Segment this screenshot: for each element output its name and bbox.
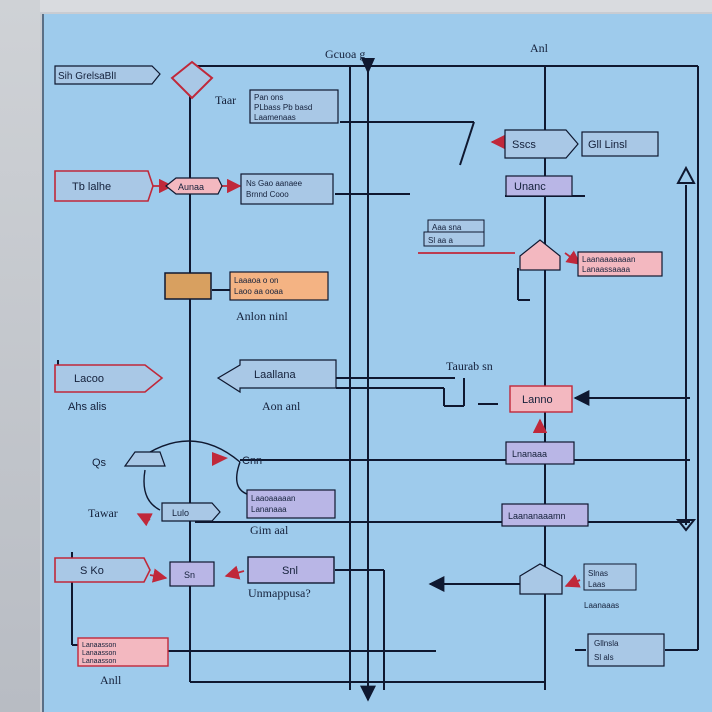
box-sscs-label: Sscs <box>512 139 536 151</box>
lavender-caption: Unmappusa? <box>248 586 311 600</box>
red-arrow-9 <box>564 574 581 588</box>
box-link-2[interactable]: Unanc <box>505 175 573 197</box>
left-box-3-label: S Ko <box>80 565 104 577</box>
tiny-note-line-1: Aaa sna <box>432 223 462 232</box>
lavender-small-label: Sn <box>184 570 195 580</box>
house-icon-right[interactable] <box>519 239 561 271</box>
note-2-line-1: Ns Gao aanaee <box>246 179 303 188</box>
right-bottom-box[interactable]: Gllnsla Sl als <box>587 633 665 667</box>
top-right-label: Anl <box>530 41 549 55</box>
note-6-label: Laananaaamn <box>508 511 566 521</box>
bottom-block-line-3: Lanaasson <box>82 658 116 665</box>
box-link-label: Gll Linsl <box>588 139 627 151</box>
decision-diamond-top[interactable] <box>170 60 214 100</box>
bottom-block-line-2: Lanaasson <box>82 650 116 657</box>
lavender-box-label: Snl <box>282 565 298 577</box>
note-4[interactable]: Laaoaaaaan Lananaaa <box>246 489 336 519</box>
lavender-box[interactable]: Snl <box>247 556 335 584</box>
bottom-note[interactable]: Slnas Laas Laanaaas <box>583 563 637 610</box>
diagram-canvas <box>42 14 712 712</box>
house-note[interactable]: Laanaaaaaaan Lanaassaaaa <box>577 251 663 277</box>
left-box-1-label: Tb lalhe <box>72 181 111 193</box>
lavender-small-box[interactable]: Sn <box>169 561 215 587</box>
red-arrow-6 <box>149 568 168 583</box>
box-link-2-label: Unanc <box>514 181 546 193</box>
bottom-note-line-3: Laanaaas <box>584 601 619 610</box>
note-top[interactable]: Pan ons PLbass Pb basd Laamenaas <box>249 89 339 124</box>
orange-note-line-1: Laaaoa o on <box>234 276 279 285</box>
note-top-line-3: Laamenaas <box>254 113 296 122</box>
pink-box[interactable]: Lanno <box>509 385 573 413</box>
left-box-2-label: Lacoo <box>74 373 104 385</box>
left-box-3[interactable]: S Ko <box>54 557 151 583</box>
house-icon-left[interactable] <box>123 451 166 467</box>
note-2[interactable]: Ns Gao aanaee Brnnd Cooo <box>240 173 334 205</box>
left-box-1[interactable]: Tb lalhe <box>54 170 154 202</box>
note-5[interactable]: Lnanaaa <box>505 441 575 465</box>
oval-left-label: Qs <box>92 457 107 469</box>
note-5-label: Lnanaaa <box>512 449 547 459</box>
note-top-tail <box>459 121 475 166</box>
pill-node-label: Aunaa <box>178 182 204 192</box>
tower-label: Tawar <box>88 506 118 520</box>
note-3[interactable]: Laallana <box>216 359 337 394</box>
bottom-block-caption: Anll <box>100 673 122 687</box>
diamond-top-label: Taar <box>215 93 236 107</box>
tiny-note[interactable]: Aaa sna Sl aa a <box>423 219 485 247</box>
down-arrow-head <box>675 519 697 532</box>
small-box-label: Lulo <box>172 508 189 518</box>
up-arrow-head <box>676 165 696 184</box>
note-4-line-1: Laaoaaaaan <box>251 494 296 503</box>
orange-note[interactable]: Laaaoa o on Laoo aa ooaa <box>229 271 329 301</box>
tiny-note-line-2: Sl aa a <box>428 236 453 245</box>
top-down-arrow-icon <box>361 58 375 74</box>
left-box-2-caption: Ahs alis <box>68 401 107 413</box>
note-2-line-2: Brnnd Cooo <box>246 190 289 199</box>
house-icon-bottom[interactable] <box>519 563 563 595</box>
orange-note-caption: Anlon ninl <box>236 309 288 323</box>
note-4-caption: Gim aal <box>250 523 289 537</box>
red-arrow-7 <box>224 565 245 580</box>
bottom-note-line-1: Slnas <box>588 569 608 578</box>
oval-right-label: Cnn <box>242 455 262 467</box>
red-arrow-5 <box>136 513 153 527</box>
bottom-note-line-2: Laas <box>588 580 605 589</box>
box-sscs[interactable]: Sscs <box>504 129 579 159</box>
left-header-tag[interactable]: Sih GrelsaBlI <box>54 65 161 85</box>
orange-note-line-2: Laoo aa ooaa <box>234 287 283 296</box>
note-top-line-1: Pan ons <box>254 93 283 102</box>
right-bottom-box-line-1: Gllnsla <box>594 639 619 648</box>
cloud-connectors <box>134 440 251 511</box>
note-4-line-2: Lananaaa <box>251 505 287 514</box>
pill-node[interactable]: Aunaa <box>165 177 223 195</box>
note-top-line-2: PLbass Pb basd <box>254 103 312 112</box>
note-3-caption: Aon anl <box>262 399 301 413</box>
box-link[interactable]: Gll Linsl <box>581 131 659 157</box>
note-3-label: Laallana <box>254 369 296 381</box>
pink-box-label: Lanno <box>522 394 553 406</box>
right-bottom-box-line-2: Sl als <box>594 653 614 662</box>
taurab-label: Taurab sn <box>446 359 493 373</box>
bottom-block-line-1: Lanaasson <box>82 642 116 649</box>
left-bottom-block[interactable]: Lanaasson Lanaasson Lanaasson <box>77 637 169 667</box>
window-top-strip <box>0 0 712 12</box>
small-box-node[interactable]: Lulo <box>161 502 221 522</box>
tan-block[interactable] <box>164 272 212 300</box>
left-header-tag-label: Sih GrelsaBlI <box>58 71 116 82</box>
top-center-label: Gcuoa g <box>325 47 365 61</box>
house-note-line-1: Laanaaaaaaan <box>582 255 635 264</box>
window-left-strip <box>0 0 40 712</box>
house-note-line-2: Lanaassaaaa <box>582 265 631 274</box>
note-6[interactable]: Laananaaamn <box>501 503 589 527</box>
left-box-2[interactable]: Lacoo <box>54 364 164 393</box>
red-flag-icon <box>212 452 228 466</box>
